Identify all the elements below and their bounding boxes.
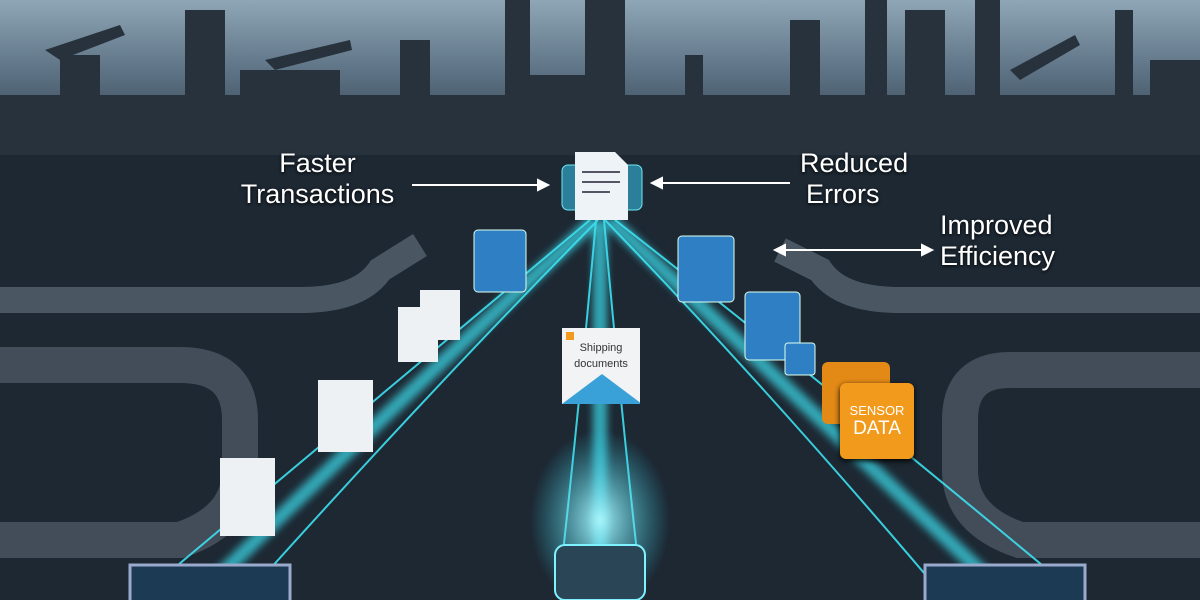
document-icons-left bbox=[220, 229, 527, 536]
shipping-documents-line-2: documents bbox=[574, 358, 628, 370]
label-improved-line-1: Improved bbox=[940, 210, 1053, 240]
arrows bbox=[412, 176, 935, 257]
pipes bbox=[0, 233, 1200, 558]
label-reduced-line-1: Reduced bbox=[800, 148, 909, 178]
label-improved-efficiency: Improved Efficiency bbox=[940, 210, 1055, 272]
monitor-right bbox=[923, 563, 1087, 600]
label-improved-line-2: Efficiency bbox=[940, 241, 1056, 271]
monitor-left bbox=[128, 563, 292, 600]
card-triangle bbox=[562, 374, 640, 404]
refinery-silhouette bbox=[0, 0, 1200, 155]
label-faster-transactions: Faster Transactions bbox=[230, 148, 405, 210]
sensor-data-line-2: DATA bbox=[853, 418, 901, 439]
label-reduced-errors: Reduced Errors bbox=[800, 148, 908, 210]
label-faster-line-1: Faster bbox=[279, 148, 356, 178]
sensor-data-line-1: SENSOR bbox=[849, 403, 905, 418]
shipping-documents-card: Shipping documents bbox=[562, 328, 640, 404]
sensor-data-card: SENSOR DATA bbox=[840, 383, 914, 459]
label-reduced-line-2: Errors bbox=[806, 179, 880, 209]
card-corner-square bbox=[566, 332, 574, 340]
shipping-documents-line-1: Shipping bbox=[579, 342, 623, 354]
label-faster-line-2: Transactions bbox=[240, 179, 395, 209]
central-document-icon bbox=[561, 152, 643, 220]
central-hub bbox=[554, 544, 646, 600]
